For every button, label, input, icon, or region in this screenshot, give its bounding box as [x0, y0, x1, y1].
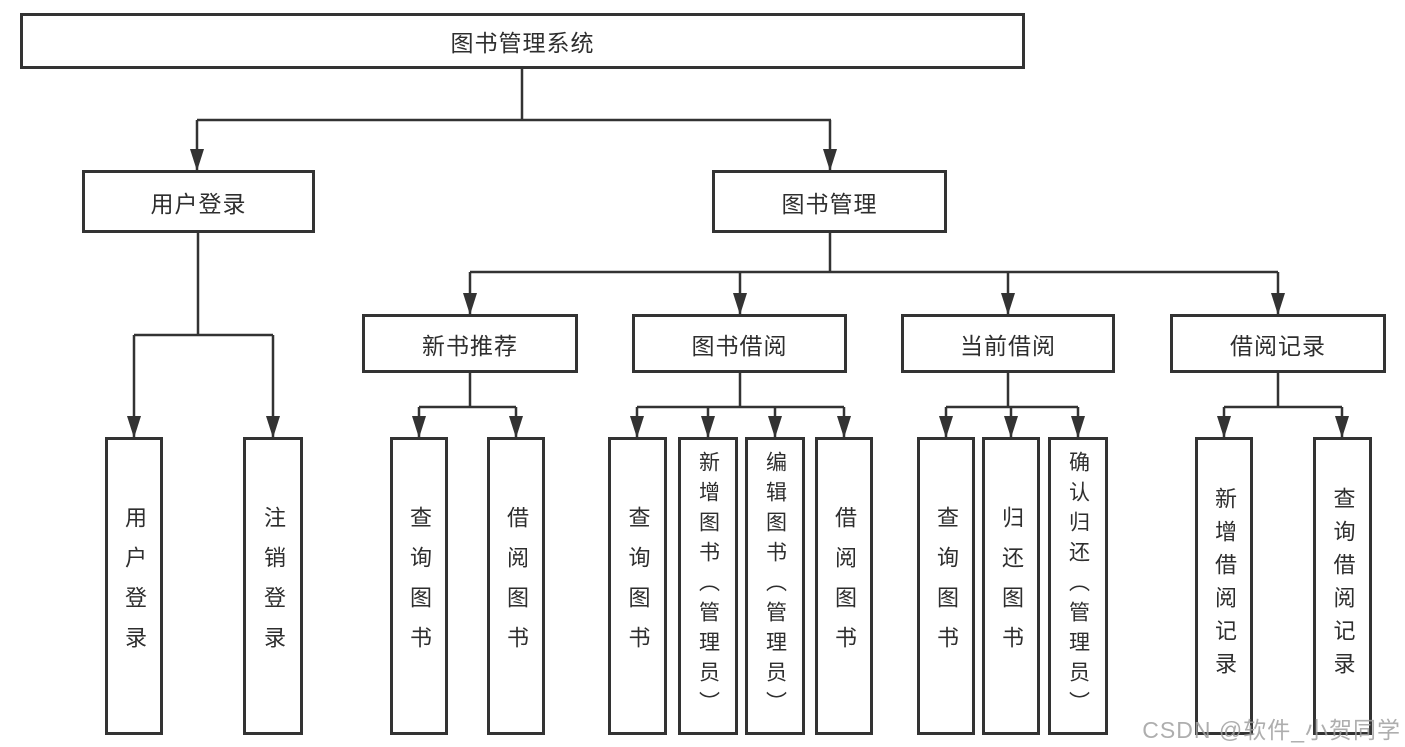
node-book-borrowing: 图书借阅: [632, 314, 847, 373]
connector-root-to-level2: [190, 69, 837, 171]
node-label: 新书推荐: [422, 332, 518, 359]
leaf-current-return-books: 归还图书: [982, 437, 1040, 735]
node-label: 归还图书: [999, 506, 1024, 666]
node-label: 编辑图书（管理员）: [763, 451, 787, 721]
leaf-borrowing-edit-books-admin: 编辑图书（管理员）: [745, 437, 805, 735]
leaf-newbooks-query-books: 查询图书: [390, 437, 448, 735]
node-new-book-recommend: 新书推荐: [362, 314, 578, 373]
leaf-current-confirm-return-admin: 确认归还（管理员）: [1048, 437, 1108, 735]
node-label: 图书管理系统: [450, 30, 595, 56]
node-label: 查询借阅记录: [1330, 487, 1356, 685]
node-current-borrowing: 当前借阅: [901, 314, 1115, 373]
node-label: 用户登录: [122, 506, 147, 666]
leaf-current-query-books: 查询图书: [917, 437, 975, 735]
connector-borrowing-records-to-leaves: [1217, 373, 1349, 438]
leaf-borrowing-query-books: 查询图书: [608, 437, 667, 735]
node-label: 新增图书（管理员）: [696, 451, 720, 721]
node-label: 借阅图书: [504, 506, 529, 666]
connector-user-login-to-leaves: [127, 233, 280, 438]
leaf-logout: 注销登录: [243, 437, 303, 735]
connector-current-borrowing-to-leaves: [939, 373, 1085, 438]
node-root: 图书管理系统: [20, 13, 1025, 69]
leaf-records-query-record: 查询借阅记录: [1313, 437, 1372, 735]
leaf-borrowing-add-books-admin: 新增图书（管理员）: [678, 437, 738, 735]
node-label: 查询图书: [407, 506, 432, 666]
node-label: 查询图书: [934, 506, 959, 666]
node-book-management: 图书管理: [712, 170, 947, 233]
connector-book-borrowing-to-leaves: [630, 373, 851, 438]
connector-new-book-recommend-to-leaves: [412, 373, 523, 438]
csdn-watermark: CSDN @软件_小贺同学: [1142, 717, 1401, 743]
node-label: 确认归还（管理员）: [1066, 451, 1090, 721]
node-label: 借阅图书: [832, 506, 857, 666]
node-label: 图书借阅: [691, 332, 788, 359]
node-user-login: 用户登录: [82, 170, 315, 233]
node-label: 用户登录: [150, 190, 247, 217]
node-label: 查询图书: [625, 506, 651, 666]
leaf-newbooks-borrow-books: 借阅图书: [487, 437, 545, 735]
node-label: 注销登录: [261, 506, 286, 666]
node-label: 借阅记录: [1230, 332, 1326, 359]
node-label: 新增借阅记录: [1212, 487, 1237, 685]
connector-book-management-to-groups: [463, 233, 1285, 315]
leaf-user-login: 用户登录: [105, 437, 163, 735]
node-borrowing-records: 借阅记录: [1170, 314, 1386, 373]
leaf-borrowing-borrow-books: 借阅图书: [815, 437, 873, 735]
node-label: 图书管理: [781, 190, 878, 217]
leaf-records-add-record: 新增借阅记录: [1195, 437, 1253, 735]
node-label: 当前借阅: [960, 332, 1056, 359]
